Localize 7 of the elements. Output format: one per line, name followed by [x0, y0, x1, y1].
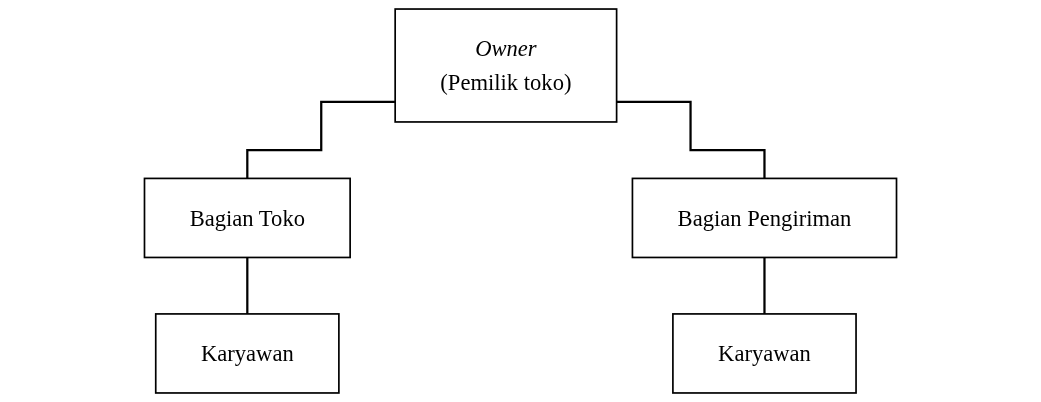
node-box: Karyawan [154, 313, 340, 394]
node-box: Bagian Pengiriman [631, 177, 898, 259]
connector [246, 100, 396, 180]
connector [616, 100, 766, 180]
node-box: Karyawan [672, 313, 857, 394]
node-box: Bagian Toko [143, 177, 351, 259]
node-box: Owner (Pemilik toko) [394, 8, 618, 123]
